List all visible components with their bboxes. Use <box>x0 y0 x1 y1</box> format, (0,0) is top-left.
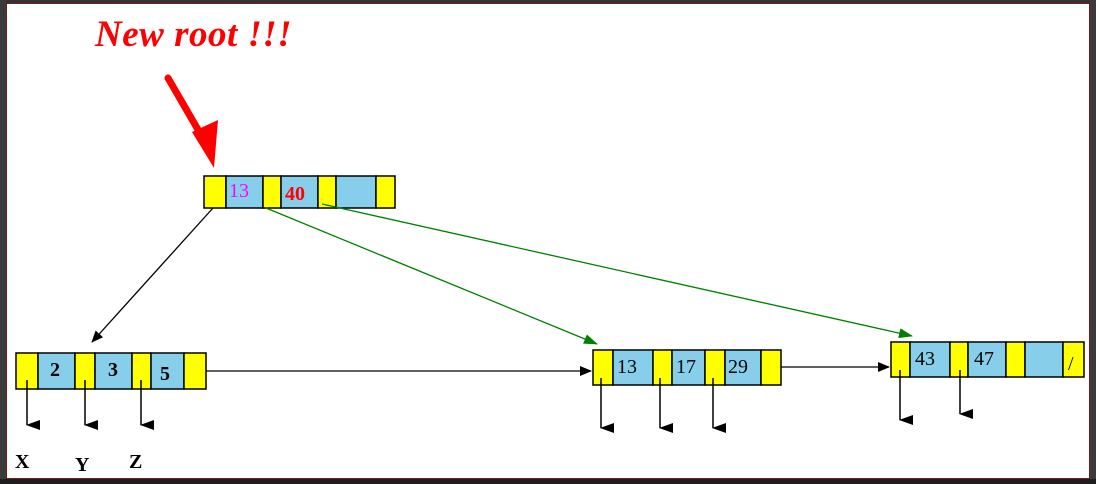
window-right-edge <box>1090 0 1096 484</box>
root-pointer-1 <box>91 207 214 343</box>
record-label-y: Y <box>75 454 90 476</box>
record-label-z: Z <box>129 451 142 473</box>
leaf1-key-1: 2 <box>50 359 60 381</box>
null-pointer-slash: / <box>1068 353 1074 375</box>
leaf1-key-3: 5 <box>160 363 170 385</box>
new-root-caption: New root !!! <box>95 14 293 55</box>
root-pointer-3 <box>321 203 913 339</box>
leaf2-key-2: 17 <box>676 356 696 378</box>
root-pointer-2 <box>265 207 598 345</box>
root-key-2: 40 <box>285 183 305 205</box>
leaf2-key-1: 13 <box>617 356 637 378</box>
leaf1-key-2: 3 <box>108 359 118 381</box>
leaf-node-3: 43 47 / <box>890 341 1085 378</box>
root-node: 13 40 <box>203 175 396 209</box>
diagram-canvas <box>6 3 1090 479</box>
leaf2-key-3: 29 <box>728 356 748 378</box>
root-key-1: 13 <box>229 180 249 202</box>
record-label-x: X <box>15 451 30 473</box>
leaf3-key-2: 47 <box>974 348 994 370</box>
window-top-edge <box>0 0 1096 3</box>
new-root-arrow <box>164 74 218 168</box>
leaf-node-2: 13 17 29 <box>592 349 782 386</box>
window-left-edge <box>0 0 6 484</box>
leaf-node-1: 2 3 5 <box>15 352 207 390</box>
window-bottom-edge <box>0 479 1096 484</box>
leaf3-key-1: 43 <box>915 348 935 370</box>
